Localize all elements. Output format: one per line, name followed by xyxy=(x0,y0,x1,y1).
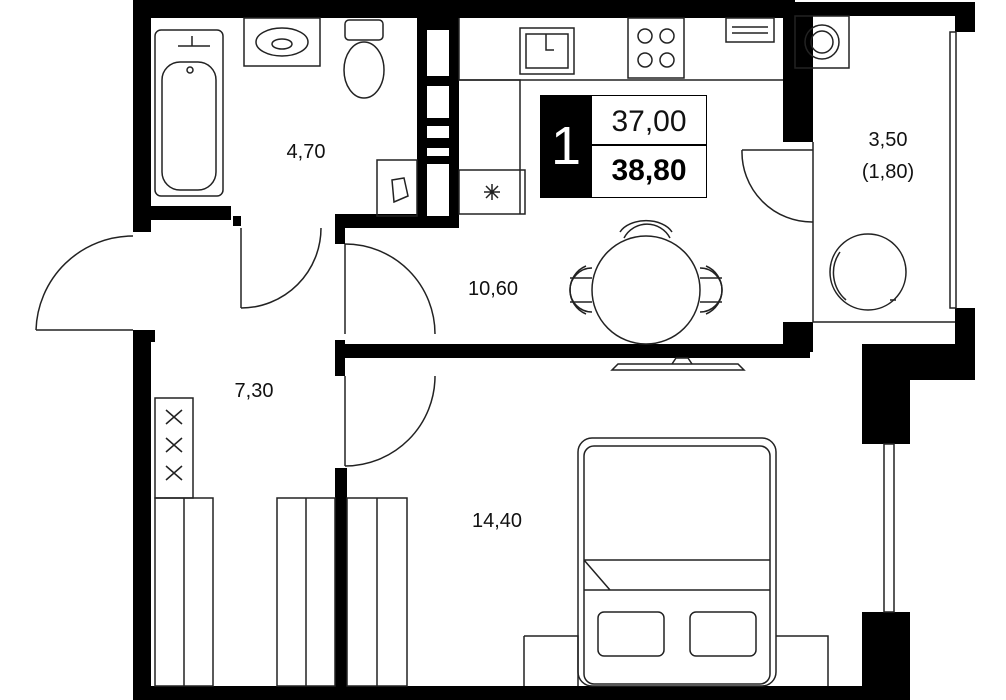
area-living: 38,80 xyxy=(611,154,687,187)
room-area-balcony: 3,50 xyxy=(868,129,908,151)
apartment-summary-badge: 1 37,00 38,80 xyxy=(540,95,708,198)
thin-lines xyxy=(35,15,957,687)
area-box: 37,00 38,80 xyxy=(592,95,707,198)
area-total: 37,00 xyxy=(592,100,706,146)
room-area-bathroom: 4,70 xyxy=(286,141,326,163)
room-area-balcony-reduced: (1,80) xyxy=(861,161,915,183)
room-area-bedroom: 14,40 xyxy=(471,510,523,532)
room-area-kitchen-living: 10,60 xyxy=(467,278,519,300)
room-area-hallway: 7,30 xyxy=(234,380,274,402)
ventilation-shaft xyxy=(427,30,449,216)
rooms-count: 1 xyxy=(540,95,592,198)
